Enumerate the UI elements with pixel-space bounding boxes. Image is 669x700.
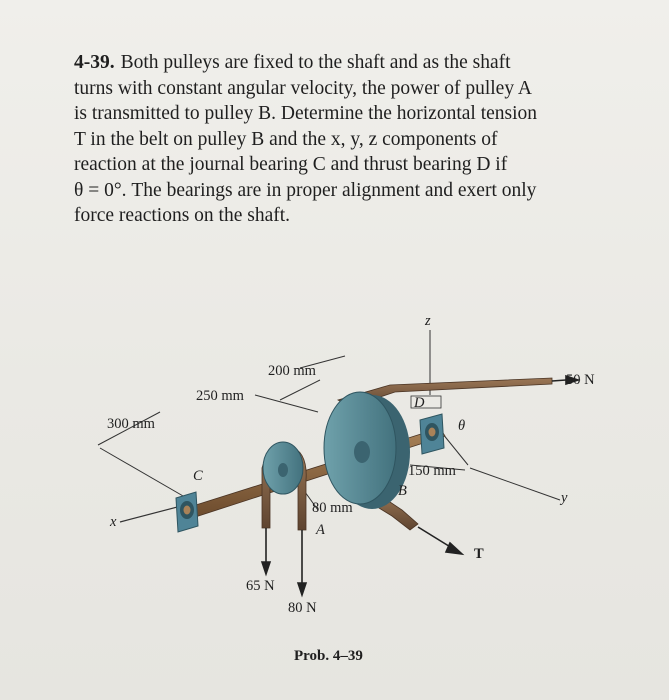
force-65-label: 65 N	[246, 578, 275, 594]
bearing-c	[175, 491, 199, 533]
dim-300-label: 300 mm	[107, 416, 155, 432]
pulley-shaft-figure	[97, 330, 581, 598]
pulley-a-label: A	[316, 522, 325, 538]
z-axis-label: z	[425, 313, 431, 329]
pulley-b-label: B	[398, 483, 407, 499]
x-axis-label: x	[110, 514, 117, 530]
problem-number: 4-39.	[74, 52, 115, 73]
force-arrows	[260, 374, 581, 598]
problem-statement: 4-39.Both pulleys are fixed to the shaft…	[74, 50, 626, 229]
problem-line-4: T in the belt on pulley B and the x, y, …	[74, 128, 498, 150]
y-axis-label: y	[561, 490, 568, 506]
dim-80-label: 80 mm	[312, 500, 353, 516]
pulley-a	[261, 441, 307, 531]
x-axis	[119, 504, 186, 523]
theta-label: θ	[458, 418, 466, 434]
problem-line-3: is transmitted to pulley B. Determine th…	[74, 103, 538, 124]
bearing-c-label: C	[193, 468, 203, 484]
problem-line-7: force reactions on the shaft.	[74, 205, 291, 226]
dim-250-label: 250 mm	[196, 388, 244, 404]
force-80-label: 80 N	[288, 600, 317, 616]
problem-line-5: reaction at the journal bearing C and th…	[74, 154, 508, 175]
bearing-d	[410, 395, 445, 455]
dim-200-label: 200 mm	[268, 363, 316, 379]
problem-line-6: θ = 0°. The bearings are in proper align…	[74, 179, 537, 201]
pulley-b	[323, 391, 410, 509]
force-50-label: 50 N	[566, 372, 595, 388]
dim-150-label: 150 mm	[408, 463, 456, 479]
problem-line-1: Both pulleys are fixed to the shaft and …	[120, 52, 511, 73]
figure-caption: Prob. 4–39	[294, 648, 363, 664]
bearing-d-label: D	[414, 395, 425, 411]
tension-t-label: T	[474, 546, 484, 562]
problem-line-2: turns with constant angular velocity, th…	[74, 77, 532, 99]
